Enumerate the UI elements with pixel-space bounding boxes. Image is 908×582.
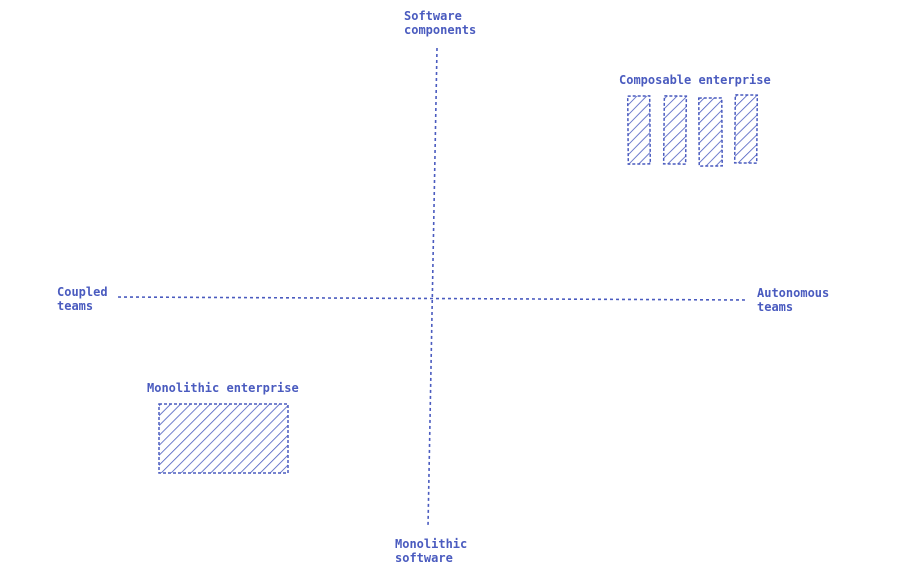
axis-label-software-components: Software components	[404, 9, 477, 37]
component-block	[626, 95, 652, 165]
axis-label-coupled-teams: Coupled teams	[57, 285, 108, 313]
component-block	[733, 94, 759, 164]
monolithic-block	[158, 403, 289, 474]
component-block	[698, 97, 723, 167]
composable-enterprise-blocks	[626, 94, 759, 167]
vertical-axis	[427, 47, 438, 528]
component-block	[662, 95, 688, 165]
horizontal-axis	[117, 296, 746, 301]
axis-label-autonomous-teams: Autonomous teams	[757, 286, 830, 314]
quadrant-label-composable-enterprise: Composable enterprise	[619, 73, 771, 87]
axis-label-monolithic-software: Monolithic software	[395, 537, 468, 565]
quadrant-label-monolithic-enterprise: Monolithic enterprise	[147, 381, 299, 395]
